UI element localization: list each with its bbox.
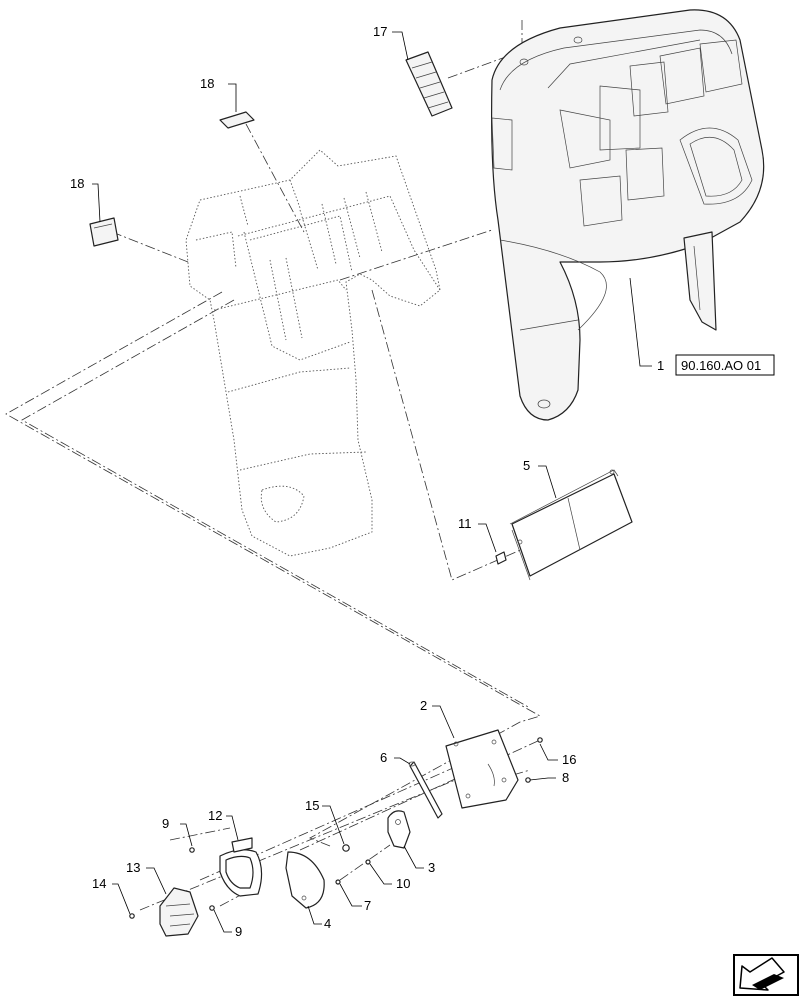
screw-9a: [189, 847, 195, 853]
callout-9-upper: 9: [162, 816, 169, 831]
callout-3: 3: [428, 860, 435, 875]
callout-17: 17: [373, 24, 387, 39]
callout-9-lower: 9: [235, 924, 242, 939]
reference-box-label: 90.160.AO 01: [681, 358, 761, 373]
washer-7: [335, 879, 341, 885]
callout-7: 7: [364, 898, 371, 913]
part-lever: [387, 810, 411, 849]
callout-12: 12: [208, 808, 222, 823]
part-cover-panel: [509, 469, 633, 581]
callout-labels: 17 18 18 1 5 11 2 6 16 8 9 12 15 3 10 7 …: [70, 24, 664, 939]
callout-14: 14: [92, 876, 106, 891]
callout-2: 2: [420, 698, 427, 713]
callout-16: 16: [562, 752, 576, 767]
callout-10: 10: [396, 876, 410, 891]
screw-14: [129, 913, 135, 919]
part-shroud: [491, 9, 765, 421]
part-grille: [405, 51, 453, 117]
part-patch-upper: [219, 111, 255, 129]
reference-box[interactable]: 90.160.AO 01: [675, 354, 775, 376]
callout-4: 4: [324, 916, 331, 931]
part-round-cover: [285, 851, 325, 909]
callout-15: 15: [305, 798, 319, 813]
callout-6: 6: [380, 750, 387, 765]
part-bracket: [219, 837, 263, 897]
callout-1: 1: [657, 358, 664, 373]
leader-lines: [92, 31, 652, 933]
part-screw-11: [495, 551, 507, 565]
callout-11: 11: [458, 516, 472, 531]
callout-13: 13: [126, 860, 140, 875]
part-patch-left: [89, 217, 119, 247]
part-rod: [408, 761, 443, 819]
screw-8: [525, 777, 531, 783]
callout-8: 8: [562, 770, 569, 785]
washer-10: [365, 859, 371, 865]
part-air-duct: [185, 149, 441, 557]
nut-15: [342, 844, 350, 852]
part-switch-body: [159, 887, 199, 937]
callout-5: 5: [523, 458, 530, 473]
part-mounting-plate: [445, 729, 519, 809]
navigation-arrow-icon[interactable]: [733, 954, 799, 996]
callout-18-left: 18: [70, 176, 84, 191]
screw-9b: [209, 905, 215, 911]
screw-16: [537, 737, 543, 743]
callout-18-upper: 18: [200, 76, 214, 91]
fasteners: [129, 737, 543, 919]
